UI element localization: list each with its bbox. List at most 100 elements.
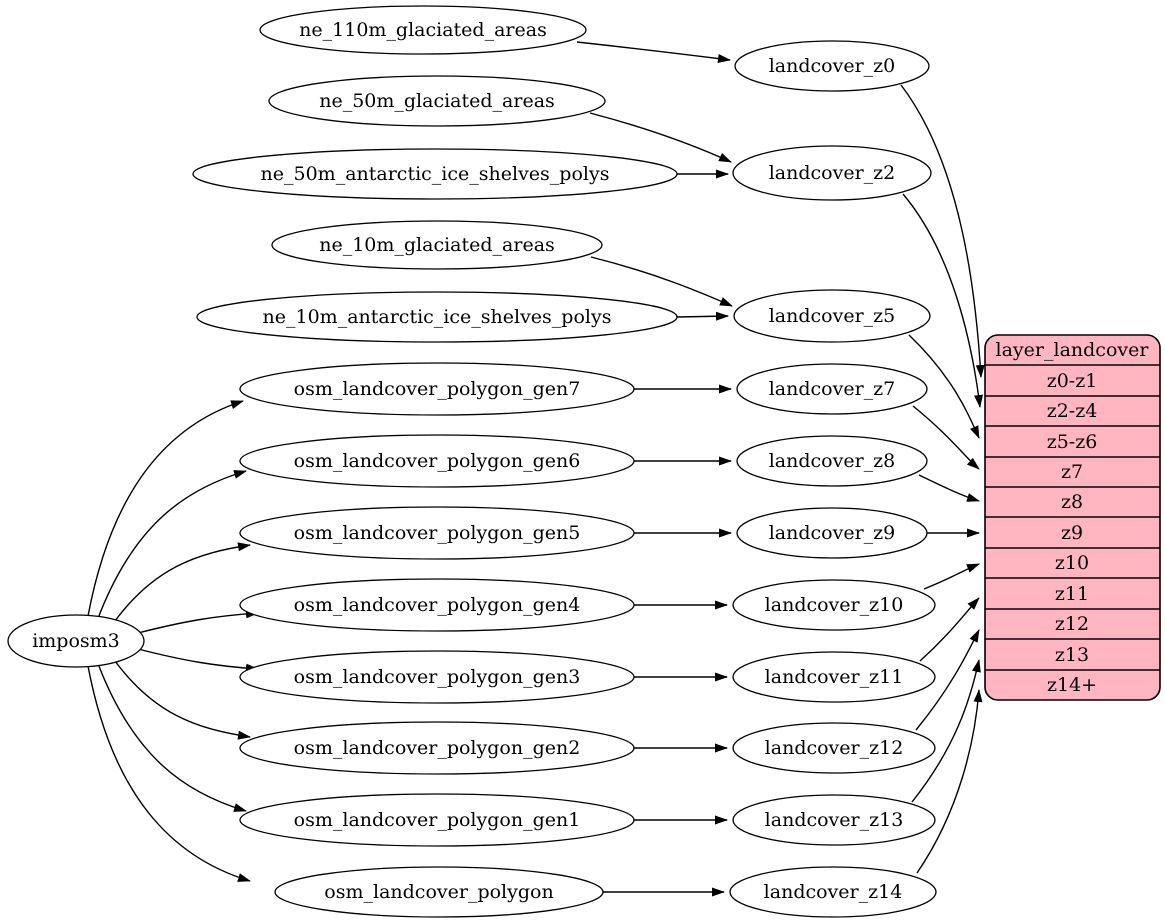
node-osm-landcover-polygon-gen5: osm_landcover_polygon_gen5 <box>239 506 635 560</box>
edge-z8-row <box>918 474 980 502</box>
node-landcover-z11: landcover_z11 <box>732 651 936 703</box>
node-shape <box>192 148 678 200</box>
node-shape <box>239 578 635 632</box>
node-label: osm_landcover_polygon_gen4 <box>294 594 581 616</box>
node-label: landcover_z5 <box>769 305 896 327</box>
edge-z2-row <box>902 193 983 408</box>
node-landcover-z8: landcover_z8 <box>736 435 928 487</box>
node-landcover-z2: landcover_z2 <box>732 145 932 201</box>
node-osm-landcover-polygon-gen6: osm_landcover_polygon_gen6 <box>239 434 635 488</box>
edge-ne50m-glaciated-z2 <box>589 112 732 163</box>
node-osm-landcover-polygon-gen7: osm_landcover_polygon_gen7 <box>239 362 635 416</box>
edge-imposm3-polygon <box>87 665 251 882</box>
node-landcover-z10: landcover_z10 <box>732 579 936 631</box>
node-shape <box>729 866 937 918</box>
node-imposm3-label: imposm3 <box>32 630 120 652</box>
node-landcover-z12: landcover_z12 <box>732 722 936 774</box>
node-label: ne_50m_antarctic_ice_shelves_polys <box>261 163 610 185</box>
node-shape <box>732 722 936 774</box>
table-row-z14plus: z14+ <box>1047 674 1097 696</box>
edge-group-to-layer-table <box>900 84 985 874</box>
node-label: landcover_z2 <box>769 162 896 184</box>
node-label: osm_landcover_polygon_gen3 <box>294 666 581 688</box>
node-label: landcover_z9 <box>769 522 896 544</box>
edge-imposm3-gen4 <box>137 609 259 634</box>
node-landcover-z13: landcover_z13 <box>732 794 936 846</box>
table-row-z0-z1: z0-z1 <box>1047 370 1098 392</box>
node-shape <box>733 289 931 343</box>
node-label: landcover_z14 <box>764 881 903 903</box>
node-ne-110m-glaciated-areas: ne_110m_glaciated_areas <box>259 5 587 55</box>
node-label: ne_50m_glaciated_areas <box>319 90 555 112</box>
node-shape <box>268 75 606 127</box>
node-label: osm_landcover_polygon_gen2 <box>294 737 581 759</box>
table-row-z8: z8 <box>1061 491 1083 513</box>
node-shape <box>239 793 635 847</box>
node-shape <box>736 363 928 415</box>
node-imposm3: imposm3 <box>7 614 145 668</box>
node-shape <box>239 721 635 775</box>
node-ne-10m-antarctic-ice-shelves-polys: ne_10m_antarctic_ice_shelves_polys <box>196 291 678 343</box>
edge-z13-row <box>911 659 981 803</box>
node-shape <box>239 506 635 560</box>
node-osm-landcover-polygon-gen3: osm_landcover_polygon_gen3 <box>239 650 635 704</box>
node-shape <box>732 579 936 631</box>
node-label: landcover_z10 <box>765 594 904 616</box>
edge-z10-row <box>923 563 980 590</box>
table-row-z9: z9 <box>1061 522 1083 544</box>
edge-ne10m-glaciated-z5 <box>590 256 733 307</box>
node-label: ne_10m_glaciated_areas <box>319 234 555 256</box>
node-shape <box>736 435 928 487</box>
edge-imposm3-gen7 <box>87 400 244 617</box>
node-imposm3-shape <box>7 614 145 668</box>
node-osm-landcover-polygon: osm_landcover_polygon <box>274 866 604 918</box>
node-shape <box>732 651 936 703</box>
edge-ne110m-z0 <box>576 41 731 63</box>
node-osm-landcover-polygon-gen2: osm_landcover_polygon_gen2 <box>239 721 635 775</box>
edge-group-sources <box>576 41 733 897</box>
node-label: landcover_z0 <box>769 55 896 77</box>
node-shape <box>239 362 635 416</box>
edge-imposm3-gen3 <box>137 648 259 673</box>
node-shape <box>274 866 604 918</box>
table-row-z11: z11 <box>1055 583 1089 605</box>
node-shape <box>239 434 635 488</box>
node-shape <box>196 291 678 343</box>
table-title: layer_landcover <box>996 339 1150 361</box>
node-label: landcover_z7 <box>769 378 896 400</box>
edge-imposm3-gen5 <box>109 542 251 629</box>
edge-imposm3-gen2 <box>109 653 251 740</box>
edge-z12-row <box>915 629 980 731</box>
edge-z7-row <box>912 405 980 470</box>
node-label: osm_landcover_polygon_gen5 <box>294 522 581 544</box>
node-shape <box>271 220 603 270</box>
node-label: osm_landcover_polygon_gen7 <box>294 378 581 400</box>
node-label: landcover_z11 <box>765 666 904 688</box>
node-label: ne_10m_antarctic_ice_shelves_polys <box>263 306 612 328</box>
edge-imposm3-gen1 <box>96 660 247 812</box>
node-shape <box>736 507 928 559</box>
edge-z14-row <box>916 689 983 874</box>
node-osm-landcover-polygon-gen1: osm_landcover_polygon_gen1 <box>239 793 635 847</box>
table-row-z7: z7 <box>1061 461 1083 483</box>
node-landcover-z9: landcover_z9 <box>736 507 928 559</box>
node-label: osm_landcover_polygon_gen6 <box>294 450 581 472</box>
node-ne-50m-antarctic-ice-shelves-polys: ne_50m_antarctic_ice_shelves_polys <box>192 148 678 200</box>
node-label: osm_landcover_polygon <box>324 881 553 903</box>
node-shape <box>732 145 932 201</box>
node-label: landcover_z13 <box>765 809 904 831</box>
table-row-z12: z12 <box>1055 613 1089 635</box>
node-label: landcover_z12 <box>765 737 904 759</box>
table-row-z10: z10 <box>1055 552 1089 574</box>
table-row-z13: z13 <box>1055 644 1089 666</box>
edge-group-imposm3 <box>87 400 259 882</box>
node-shape <box>239 650 635 704</box>
node-landcover-z5: landcover_z5 <box>733 289 931 343</box>
edge-z5-row <box>908 334 980 439</box>
layer-landcover-table: layer_landcover z0-z1 z2-z4 z5-z6 z7 z8 … <box>984 334 1161 701</box>
node-landcover-z14: landcover_z14 <box>729 866 937 918</box>
node-landcover-z7: landcover_z7 <box>736 363 928 415</box>
node-shape <box>259 5 587 55</box>
